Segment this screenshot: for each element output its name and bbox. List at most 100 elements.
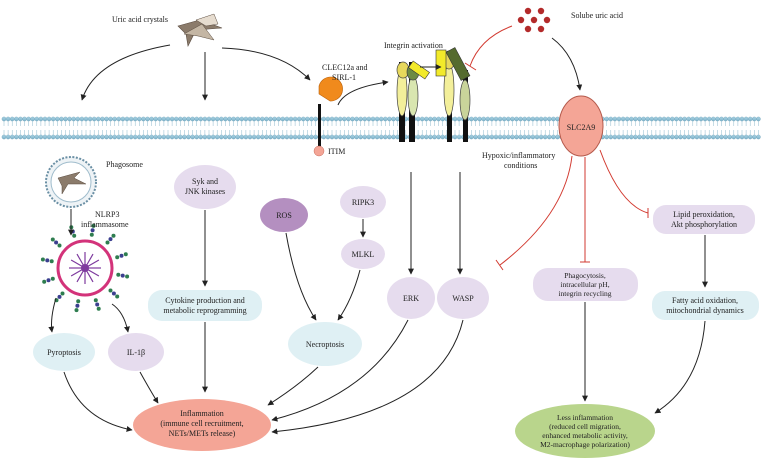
svg-text:intracellular pH,: intracellular pH,	[560, 280, 609, 289]
phagosome-label: Phagosome	[106, 160, 143, 169]
inhibit-slc2a9-to-wasp	[499, 155, 573, 266]
hypoxic-label-line1: Hypoxic/inflammatory	[482, 151, 555, 160]
node-text: M2-macrophage polarization)	[540, 440, 630, 449]
node-lipid: Lipid peroxidation, Akt phosphorylation	[653, 205, 755, 234]
node-text: (immune cell recruitment,	[160, 419, 243, 428]
svg-text:MLKL: MLKL	[352, 250, 375, 259]
svg-text:JNK kinases: JNK kinases	[185, 187, 225, 196]
node-text: integrin recycling	[558, 289, 611, 298]
node-text: Less inflammation	[557, 413, 613, 422]
soluble-uric-acid-icon	[517, 7, 551, 33]
node-il1b: IL-1β	[108, 333, 164, 371]
node-text: MLKL	[352, 250, 375, 259]
arrow-mlkl-to-necroptosis	[337, 269, 361, 321]
integrin-inactive-icon	[396, 60, 430, 142]
nlrp3-label-line2: inflammasome	[81, 220, 129, 229]
arrow-wasp-to-inflammation	[271, 319, 464, 435]
svg-text:Lipid peroxidation,: Lipid peroxidation,	[673, 210, 735, 219]
node-pyroptosis: Pyroptosis	[33, 333, 95, 371]
svg-text:WASP: WASP	[452, 294, 474, 303]
node-text: Cytokine production and	[165, 296, 245, 305]
node-cytokine: Cytokine production and metabolic reprog…	[148, 290, 262, 321]
inhibit-soluble-to-integrin	[469, 25, 513, 67]
integrin-activation-label: Integrin activation	[384, 41, 443, 50]
arrow-crystals-to-clec12a	[221, 47, 311, 81]
svg-text:Cytokine production and: Cytokine production and	[165, 296, 245, 305]
slc2a9-transporter	[558, 95, 604, 157]
arrow-erk-to-inflammation	[271, 319, 409, 422]
node-wasp: WASP	[437, 277, 489, 319]
svg-text:RIPK3: RIPK3	[352, 198, 374, 207]
itim-label: ITIM	[328, 147, 345, 156]
integrin-active-icon	[435, 47, 471, 142]
node-phagocytosis: Phagocytosis, intracellular pH, integrin…	[533, 268, 638, 301]
svg-text:Syk and: Syk and	[192, 177, 218, 186]
node-text: mitochondrial dynamics	[666, 306, 744, 315]
arrow-il1b-to-inflammation	[139, 371, 159, 404]
node-text: metabolic reprogramming	[163, 306, 246, 315]
arrow-crystals-to-phagosome	[80, 44, 171, 101]
arrow-clec12a-to-integrin	[337, 79, 389, 106]
node-ros: ROS	[260, 198, 308, 232]
uric-acid-crystals-label: Uric acid crystals	[112, 15, 168, 24]
arrow-ros-to-necroptosis	[285, 232, 317, 321]
node-text: JNK kinases	[185, 187, 225, 196]
svg-text:ERK: ERK	[403, 294, 419, 303]
slc2a9-label: SLC2A9	[567, 123, 595, 132]
node-erk: ERK	[387, 277, 435, 319]
svg-text:NETs/METs release): NETs/METs release)	[169, 429, 236, 438]
arrow-nlrp3-to-pyroptosis	[48, 297, 57, 333]
svg-text:IL-1β: IL-1β	[127, 348, 145, 357]
node-text: IL-1β	[127, 348, 145, 357]
phagosome-icon	[45, 156, 97, 208]
node-text: Lipid peroxidation,	[673, 210, 735, 219]
node-fatty-acid: Fatty acid oxidation, mitochondrial dyna…	[652, 291, 759, 320]
node-text: (reduced cell migration,	[549, 422, 621, 431]
node-necroptosis: Necroptosis	[288, 322, 362, 366]
svg-text:Fatty acid oxidation,: Fatty acid oxidation,	[672, 296, 738, 305]
soluble-uric-acid-label: Solube uric acid	[571, 11, 623, 20]
svg-text:(reduced cell migration,: (reduced cell migration,	[549, 422, 621, 431]
node-mlkl: MLKL	[341, 239, 385, 269]
node-text: ERK	[403, 294, 419, 303]
inhibit-bar-wasp	[495, 259, 504, 271]
clec12a-receptor-icon	[313, 76, 343, 157]
node-text: RIPK3	[352, 198, 374, 207]
clec12a-label-line1: CLEC12a and	[322, 63, 368, 72]
arrow-necroptosis-to-inflammation	[267, 366, 319, 406]
node-text: Pyroptosis	[47, 348, 81, 357]
svg-text:enhanced metabolic activity,: enhanced metabolic activity,	[542, 431, 628, 440]
clec12a-label-line2: SIRL-1	[332, 73, 356, 82]
svg-text:(immune cell recruitment,: (immune cell recruitment,	[160, 419, 243, 428]
hypoxic-label-line2: conditions	[504, 161, 537, 170]
uric-acid-crystals-icon	[177, 13, 223, 47]
svg-text:ROS: ROS	[276, 211, 292, 220]
node-ripk3: RIPK3	[340, 186, 386, 218]
svg-text:Akt phosphorylation: Akt phosphorylation	[671, 220, 737, 229]
inhibit-bar-integrin	[464, 62, 477, 71]
svg-text:mitochondrial dynamics: mitochondrial dynamics	[666, 306, 744, 315]
node-text: NETs/METs release)	[169, 429, 236, 438]
svg-text:Inflammation: Inflammation	[180, 409, 224, 418]
arrow-soluble-to-slc2a9	[551, 37, 583, 91]
nlrp3-inflammasome-icon	[40, 223, 130, 313]
arrow-nlrp3-to-il1b	[111, 303, 130, 333]
arrow-pyroptosis-to-inflammation	[63, 371, 133, 432]
node-text: intracellular pH,	[560, 280, 609, 289]
node-text: Akt phosphorylation	[671, 220, 737, 229]
svg-text:Less inflammation: Less inflammation	[557, 413, 613, 422]
svg-text:M2-macrophage polarization): M2-macrophage polarization)	[540, 440, 630, 449]
nlrp3-label-line1: NLRP3	[95, 210, 119, 219]
node-text: WASP	[452, 294, 474, 303]
svg-text:Necroptosis: Necroptosis	[306, 340, 344, 349]
svg-text:metabolic reprogramming: metabolic reprogramming	[163, 306, 246, 315]
inhibit-slc2a9-to-lipid	[599, 149, 649, 214]
svg-text:integrin recycling: integrin recycling	[558, 289, 611, 298]
node-text: ROS	[276, 211, 292, 220]
node-text: Fatty acid oxidation,	[672, 296, 738, 305]
node-text: Syk and	[192, 177, 218, 186]
node-text: enhanced metabolic activity,	[542, 431, 628, 440]
node-less-inflammation: Less inflammation (reduced cell migratio…	[515, 404, 655, 458]
